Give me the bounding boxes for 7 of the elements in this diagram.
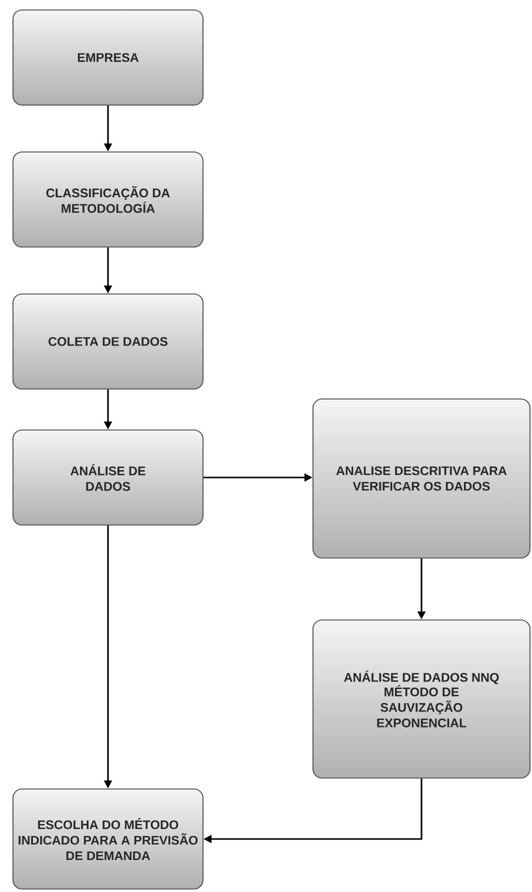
- process-box: ANÁLISE DE DADOS: [12, 429, 204, 526]
- process-box: CLASSIFICAÇÃO DA METODOLOGÍA: [12, 151, 204, 248]
- process-box: COLETA DE DADOS: [12, 293, 204, 390]
- process-box: ANALISE DESCRITIVA PARA VERIFICAR OS DADOS: [312, 398, 531, 559]
- process-box: ANÁLISE DE DADOS NNQ MÉTODO DE SAUVIZAÇÃO EXPONENCIAL: [312, 619, 531, 779]
- process-box: EMPRESA: [12, 9, 204, 106]
- process-box: ESCOLHA DO MÉTODO INDICADO PARA A PREVISÃO DE DEMANDA: [12, 788, 204, 890]
